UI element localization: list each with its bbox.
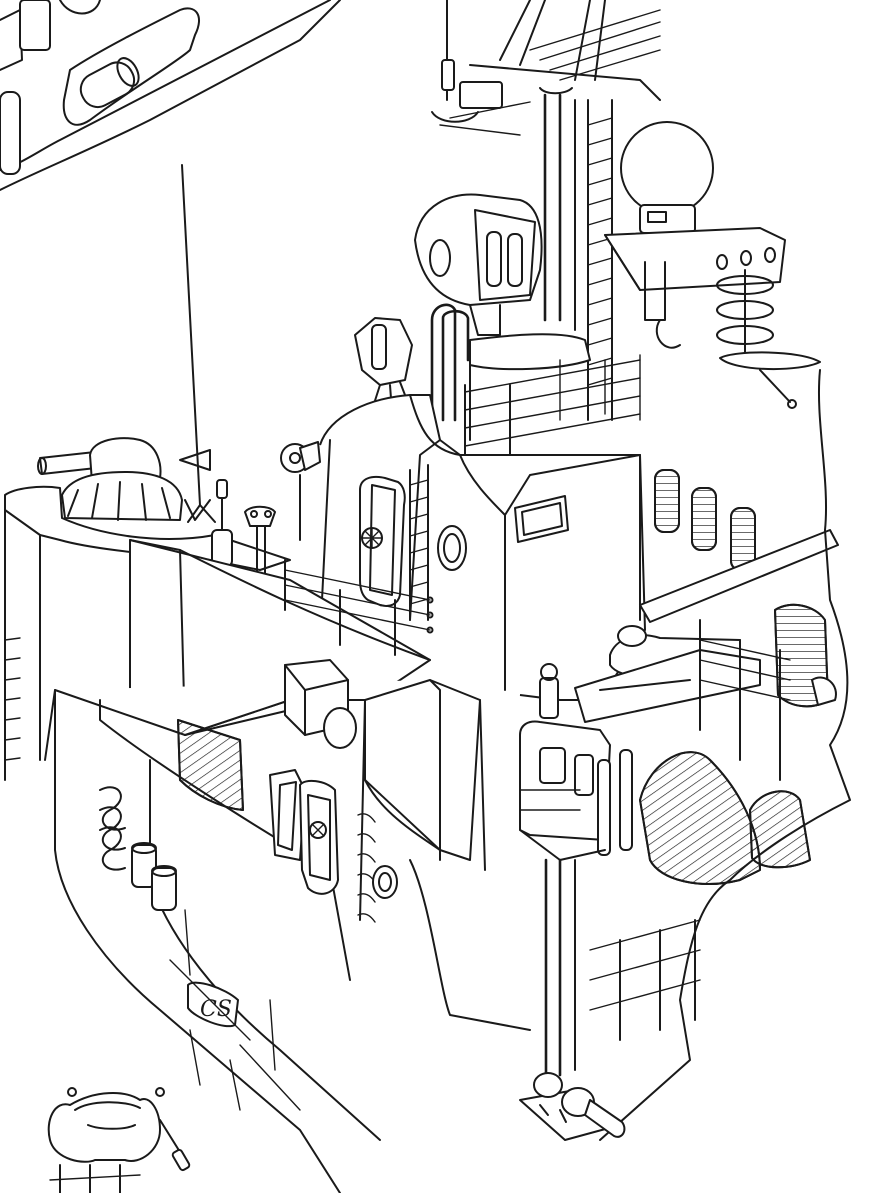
- louvre-vents: [655, 470, 755, 570]
- winch: [520, 1073, 624, 1140]
- director-turret: [415, 195, 542, 335]
- hull-marking-text: CS: [200, 997, 232, 1022]
- bridge-ladder: [410, 465, 428, 620]
- right-bulkhead: [600, 370, 850, 1140]
- hull-louvre-right: [640, 752, 810, 884]
- crane-post: [520, 664, 632, 1075]
- deck-mast: [180, 165, 215, 522]
- radome-globe: [621, 122, 713, 233]
- watertight-door-upper: [360, 477, 405, 606]
- vertical-ladder: [588, 100, 612, 420]
- bridge-window: [515, 496, 568, 542]
- a-frame-crane: [470, 0, 660, 100]
- gun-turret: [38, 438, 182, 520]
- bridge-railing: [465, 355, 640, 470]
- vertical-pipes: [540, 88, 575, 330]
- mid-railing: [285, 560, 433, 655]
- side-platform: [605, 228, 785, 348]
- hull-louvre-left: [178, 720, 243, 810]
- operator-seat: [49, 1088, 191, 1193]
- searchlight: [281, 442, 320, 540]
- porthole-upper: [438, 526, 466, 570]
- spiral-stair: [717, 270, 820, 408]
- mast-lamp: [432, 0, 530, 135]
- upper-left-structure: [0, 0, 340, 190]
- watertight-door-lower: [270, 770, 338, 894]
- deck-bollard: [212, 480, 232, 566]
- boat-davit: [575, 530, 838, 722]
- porthole-lower: [373, 866, 397, 898]
- coiled-rope: [100, 787, 125, 869]
- binocular-mount: [355, 318, 412, 412]
- hull-struts: [170, 910, 300, 1110]
- step-rungs: [358, 814, 375, 922]
- door-wheel-icon: [362, 528, 382, 548]
- lower-right-railing: [590, 920, 700, 1040]
- cylinder-icon: [75, 55, 143, 113]
- round-fitting: [324, 708, 356, 748]
- barrels: [132, 843, 176, 910]
- door-cross-icon: [310, 822, 326, 838]
- superstructure: [320, 395, 645, 700]
